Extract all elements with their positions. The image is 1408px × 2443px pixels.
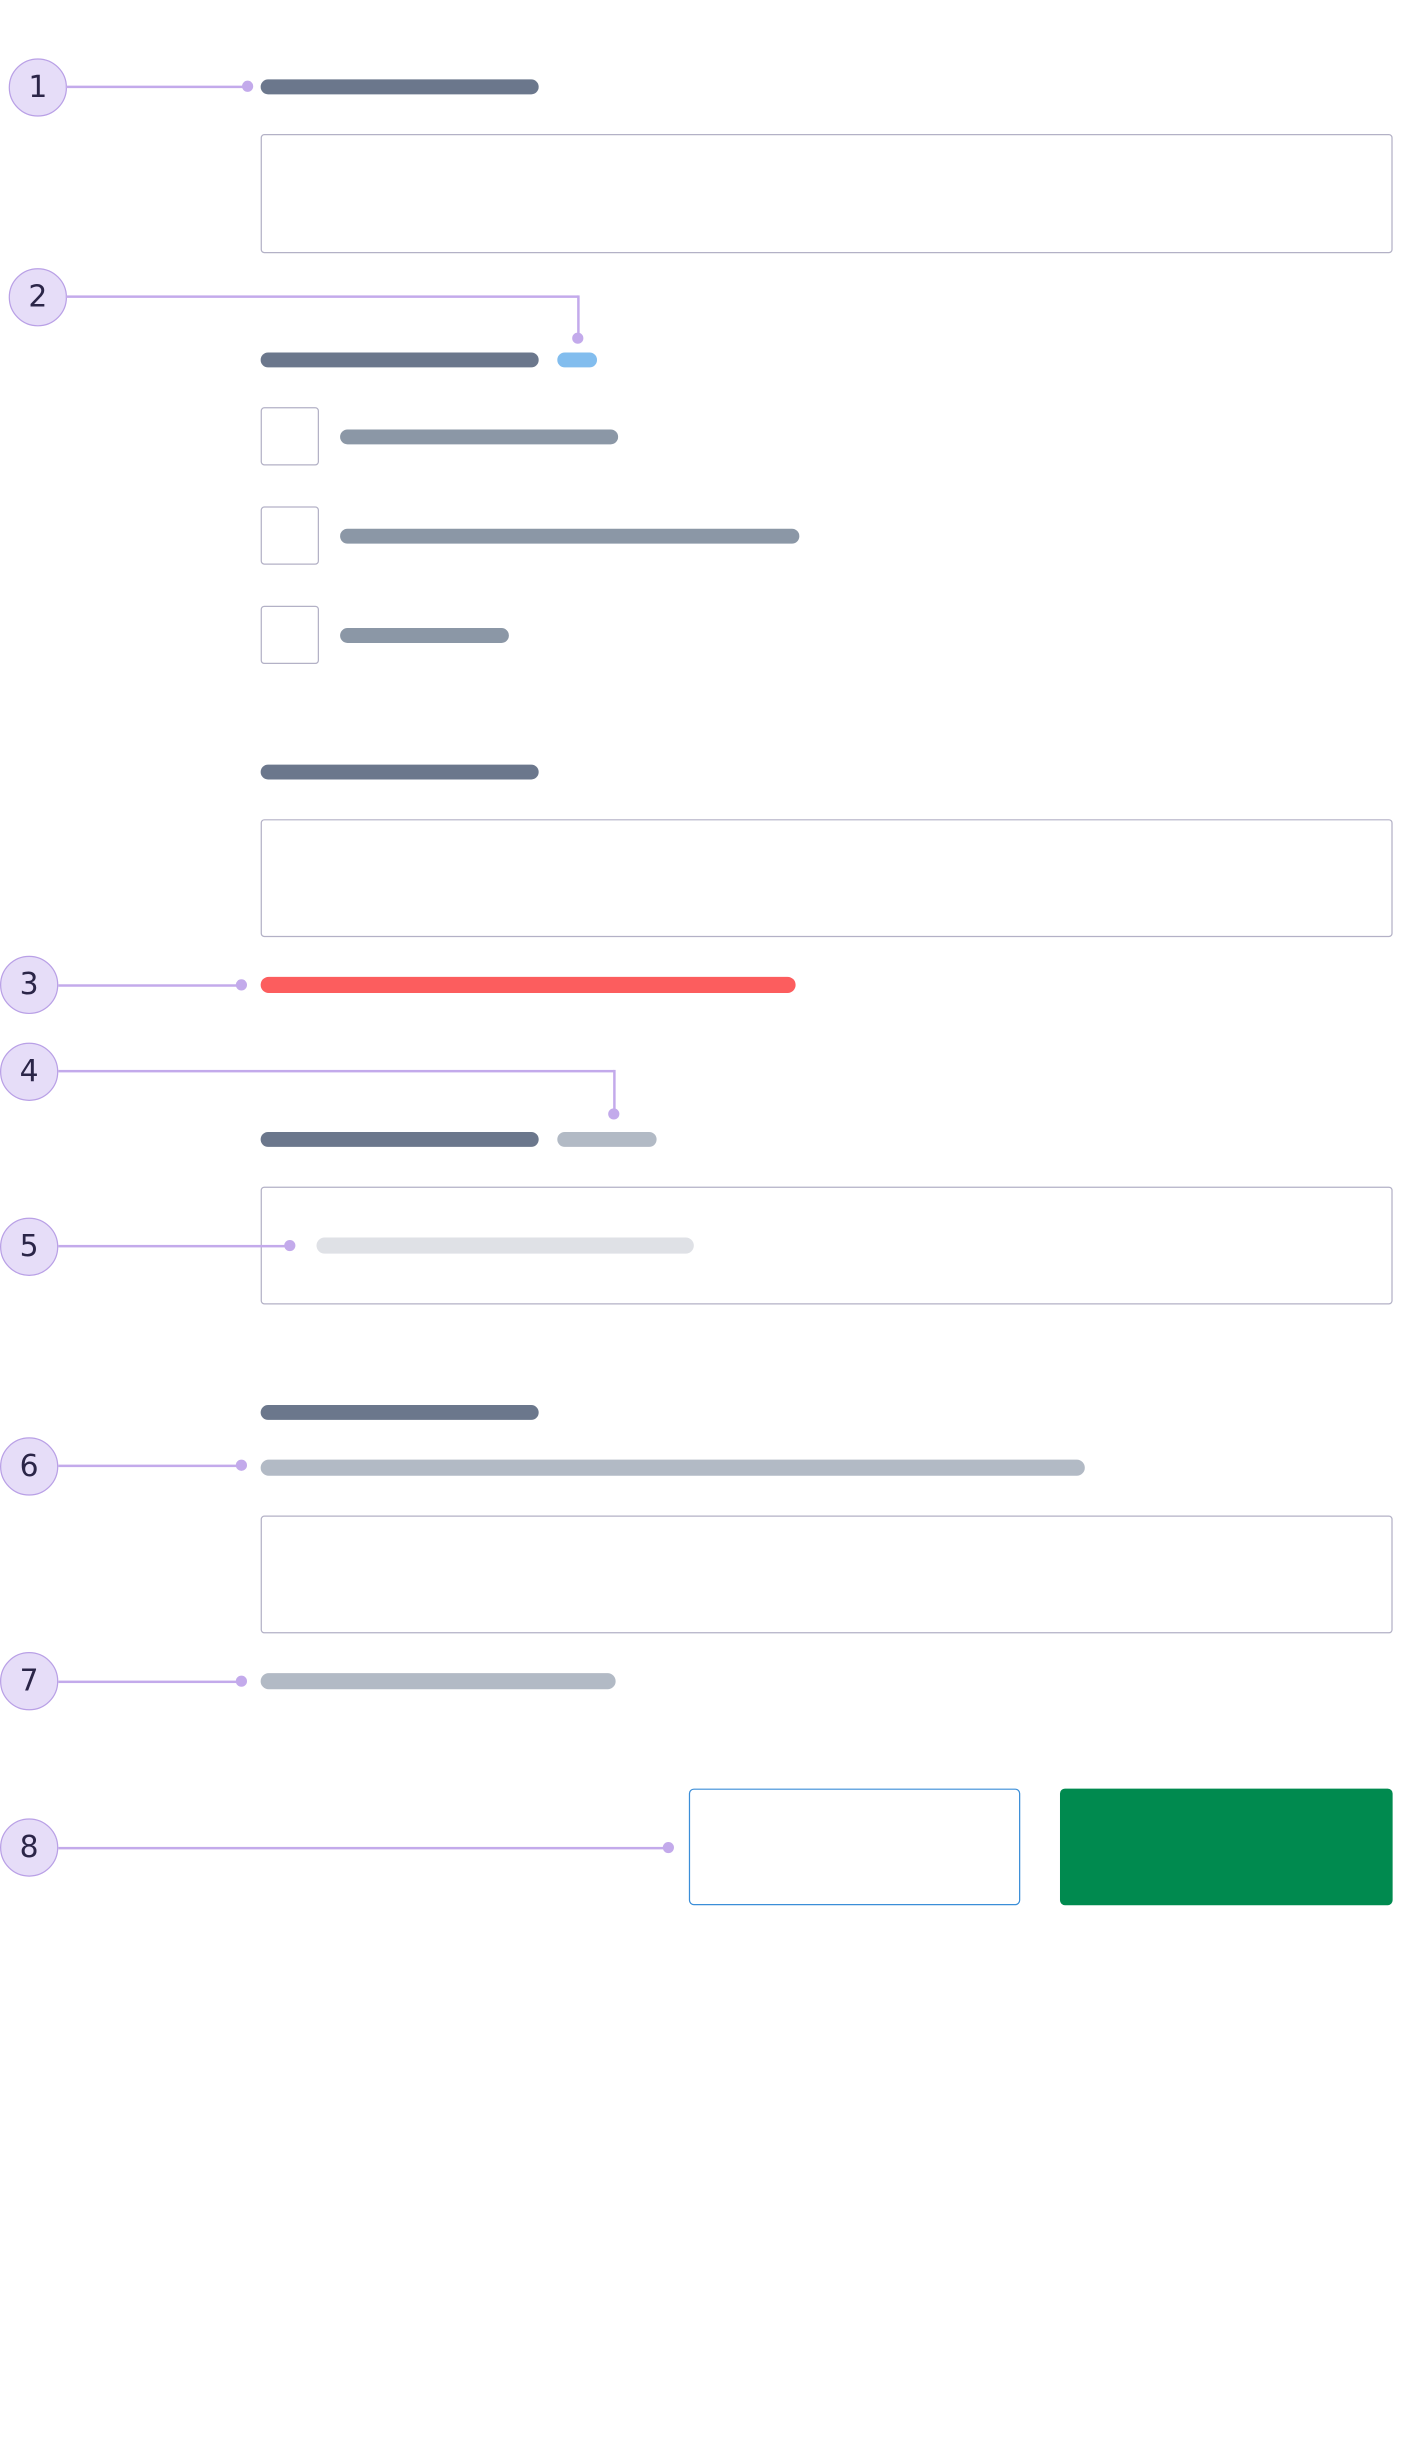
callout-dot-6 [235, 1459, 247, 1471]
callout-badge-5: 5 [0, 1217, 59, 1276]
callout-connector-4 [613, 1069, 616, 1114]
checkbox-group-label [260, 352, 539, 368]
callout-badge-1: 1 [8, 58, 68, 117]
callout-dot-4 [608, 1108, 620, 1120]
text-field-4[interactable] [260, 1515, 1393, 1634]
callout-dot-5 [284, 1239, 296, 1252]
callout-line-4 [58, 1069, 615, 1072]
callout-badge-2: 2 [8, 268, 68, 327]
required-indicator [557, 352, 598, 368]
callout-line-3 [58, 984, 241, 987]
primary-button[interactable] [1059, 1788, 1393, 1906]
callout-connector-2 [577, 295, 580, 338]
checkbox-label-1 [340, 429, 619, 445]
callout-line-7 [58, 1680, 241, 1683]
text-field-1[interactable] [260, 134, 1393, 254]
hint-text [260, 1459, 1085, 1476]
callout-line-8 [58, 1846, 670, 1849]
callout-badge-4: 4 [0, 1042, 59, 1101]
callout-line-6 [58, 1464, 241, 1467]
callout-dot-1 [242, 80, 254, 92]
checkbox-2[interactable] [260, 506, 319, 565]
text-field-2[interactable] [260, 819, 1393, 938]
callout-line-2 [65, 295, 579, 298]
checkbox-label-3 [340, 628, 509, 643]
callout-line-1 [65, 85, 247, 88]
checkbox-label-2 [340, 528, 800, 544]
callout-badge-3: 3 [0, 955, 59, 1015]
field-label-4 [260, 1405, 539, 1420]
callout-dot-7 [235, 1675, 247, 1687]
field-label-2 [260, 764, 539, 780]
callout-dot-2 [572, 332, 584, 344]
error-message [260, 976, 796, 993]
checkbox-1[interactable] [260, 407, 319, 466]
field-label-3 [260, 1131, 539, 1147]
callout-badge-6: 6 [0, 1437, 59, 1496]
callout-line-5 [58, 1244, 290, 1247]
field-label-1 [260, 79, 539, 95]
helper-text [260, 1673, 616, 1690]
optional-indicator [557, 1131, 657, 1147]
secondary-button[interactable] [688, 1788, 1021, 1906]
callout-dot-8 [662, 1841, 674, 1854]
placeholder-text [316, 1237, 694, 1254]
callout-dot-3 [235, 979, 247, 991]
checkbox-3[interactable] [260, 605, 319, 665]
callout-badge-8: 8 [0, 1818, 59, 1877]
callout-badge-7: 7 [0, 1652, 59, 1711]
